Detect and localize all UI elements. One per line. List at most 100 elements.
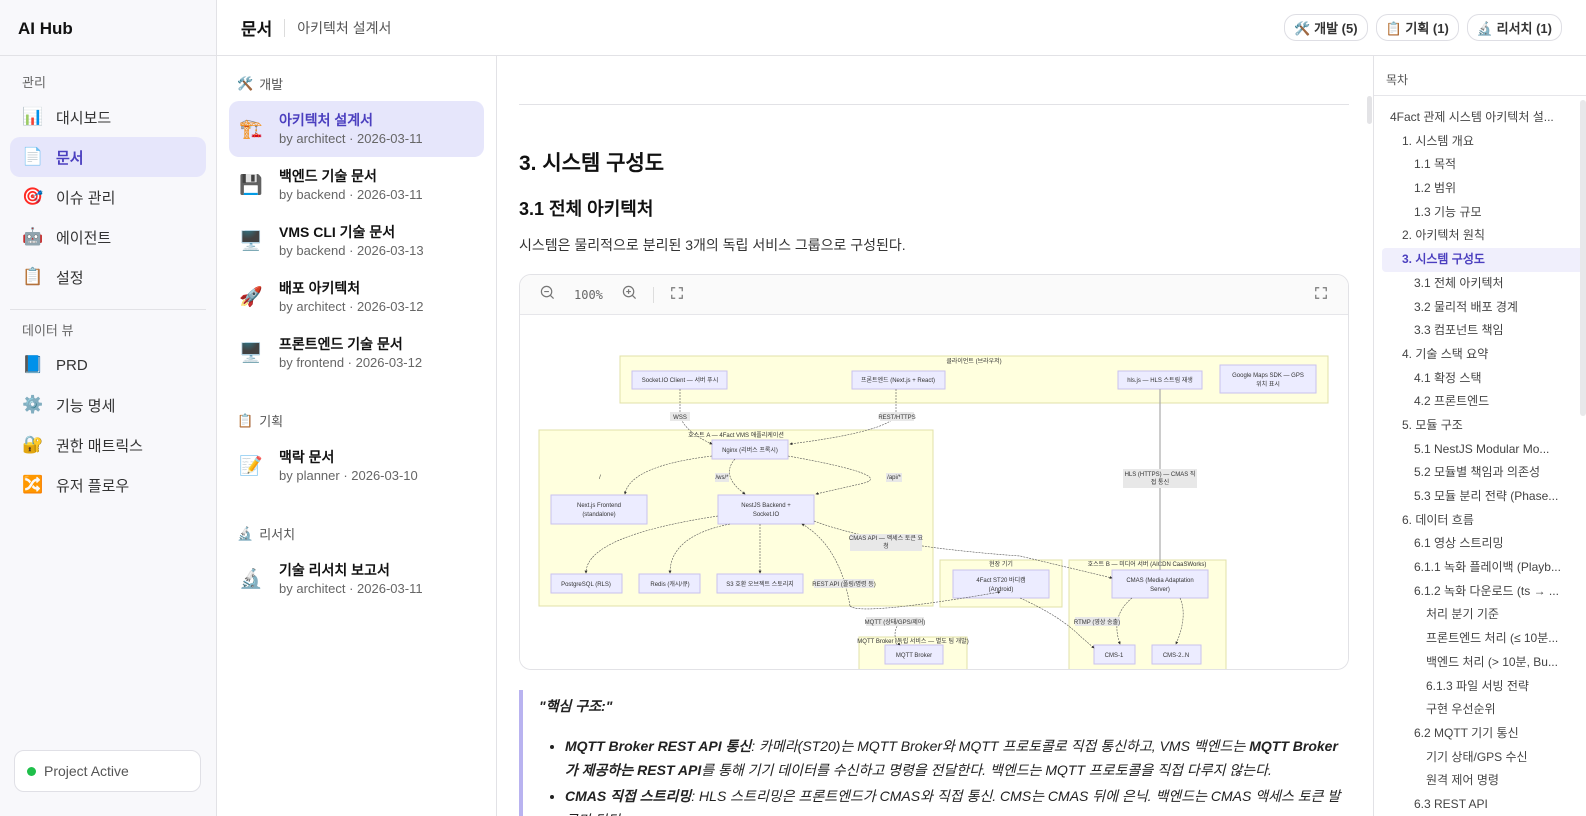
desktop-icon: 🖥️ bbox=[239, 231, 263, 252]
svg-text:프론트엔드 (Next.js + React): 프론트엔드 (Next.js + React) bbox=[861, 376, 935, 384]
badge-planning[interactable]: 📋 기획 (1) bbox=[1375, 14, 1459, 41]
item-term: CMAS 직접 스트리밍 bbox=[565, 788, 692, 804]
badge-research[interactable]: 🔬 리서치 (1) bbox=[1466, 14, 1562, 41]
toc-item[interactable]: 3.2 물리적 배포 경계 bbox=[1414, 299, 1518, 314]
memo-icon: 📝 bbox=[239, 456, 263, 477]
toc-item[interactable]: 처리 분기 기준 bbox=[1426, 607, 1499, 622]
callout-title: "핵심 구조:" bbox=[539, 698, 613, 714]
doc-meta: by architect · 2026-03-11 bbox=[279, 131, 423, 146]
toc-item[interactable]: 5.3 모듈 분리 전략 (Phase... bbox=[1414, 489, 1559, 503]
toc-item[interactable]: 3.3 컴포넌트 책임 bbox=[1414, 323, 1504, 338]
sidebar-item-feature-spec[interactable]: ⚙️ 기능 명세 bbox=[10, 385, 206, 425]
construction-icon: 🏗️ bbox=[239, 119, 263, 140]
toc-item[interactable]: 원격 제어 명령 bbox=[1426, 773, 1499, 788]
toc-item[interactable]: 4.1 확정 스택 bbox=[1414, 370, 1482, 385]
toc-item[interactable]: 1. 시스템 개요 bbox=[1402, 133, 1474, 148]
svg-text:(Android): (Android) bbox=[989, 587, 1014, 593]
sidebar-item-label: 이슈 관리 bbox=[56, 189, 116, 207]
sidebar-item-settings[interactable]: 📋 설정 bbox=[10, 257, 206, 297]
svg-text:/ws/*: /ws/* bbox=[715, 475, 729, 481]
sidebar-item-permission-matrix[interactable]: 🔐 권한 매트릭스 bbox=[10, 425, 206, 465]
toc-item[interactable]: 1.1 목적 bbox=[1414, 157, 1457, 172]
header: 문서 아키텍처 설계서 🛠️ 개발 (5) 📋 기획 (1) 🔬 리서치 (1) bbox=[217, 0, 1586, 56]
toc-item[interactable]: 프론트엔드 처리 (≤ 10분... bbox=[1426, 631, 1559, 646]
callout-list: MQTT Broker REST API 통신: 카메라(ST20)는 MQTT… bbox=[539, 734, 1349, 816]
blue-book-icon: 📘 bbox=[22, 355, 44, 374]
fullscreen-button[interactable] bbox=[1312, 286, 1330, 304]
svg-text:위치 표시: 위치 표시 bbox=[1256, 380, 1280, 388]
toc-item[interactable]: 6.1 영상 스트리밍 bbox=[1414, 536, 1504, 551]
category-badges: 🛠️ 개발 (5) 📋 기획 (1) 🔬 리서치 (1) bbox=[1284, 14, 1562, 41]
list-item: MQTT Broker REST API 통신: 카메라(ST20)는 MQTT… bbox=[565, 734, 1349, 782]
zoom-in-button[interactable] bbox=[621, 285, 639, 304]
sidebar-item-prd[interactable]: 📘 PRD bbox=[10, 345, 206, 385]
sidebar-item-agents[interactable]: 🤖 에이전트 bbox=[10, 217, 206, 257]
status-dot-icon bbox=[27, 766, 36, 776]
toc-item[interactable]: 6.2 MQTT 기기 통신 bbox=[1414, 725, 1519, 740]
toc-item[interactable]: 3.1 전체 아키텍처 bbox=[1414, 275, 1504, 290]
toc-item[interactable]: 2. 아키텍처 원칙 bbox=[1402, 228, 1485, 243]
content-scrollbar[interactable] bbox=[1367, 96, 1372, 124]
sidebar-item-issues[interactable]: 🎯 이슈 관리 bbox=[10, 177, 206, 217]
sidebar-item-dashboard[interactable]: 📊 대시보드 bbox=[10, 97, 206, 137]
toc-scrollbar[interactable] bbox=[1580, 100, 1586, 416]
toc-item[interactable]: 4. 기술 스택 요약 bbox=[1402, 346, 1489, 361]
group-title: 리서치 bbox=[259, 527, 296, 542]
zoom-out-button[interactable] bbox=[538, 285, 556, 304]
badge-dev[interactable]: 🛠️ 개발 (5) bbox=[1284, 14, 1368, 41]
toc-item[interactable]: 1.2 범위 bbox=[1414, 181, 1457, 196]
svg-text:현장 기기: 현장 기기 bbox=[989, 560, 1013, 568]
sidebar: AI Hub 관리 📊 대시보드 📄 문서 🎯 이슈 관리 🤖 에이전트 📋 설… bbox=[0, 0, 217, 816]
toc-item[interactable]: 6.1.2 녹화 다운로드 (ts → ... bbox=[1414, 583, 1559, 598]
fit-button[interactable] bbox=[668, 286, 686, 304]
clipboard-icon: 📋 bbox=[22, 267, 44, 286]
doc-title: 백엔드 기술 문서 bbox=[279, 168, 377, 184]
toc-item[interactable]: 4.2 프론트엔드 bbox=[1414, 394, 1490, 409]
toc-item[interactable]: 기기 상태/GPS 수신 bbox=[1426, 749, 1528, 764]
toc-list: 4Fact 관제 시스템 아키텍처 설... 1. 시스템 개요 1.1 목적 1.2… bbox=[1374, 96, 1586, 816]
toc-item[interactable]: 6.1.3 파일 서빙 전략 bbox=[1426, 678, 1529, 693]
toc-item[interactable]: 6. 데이터 흐름 bbox=[1402, 512, 1474, 527]
diagram-canvas[interactable]: 클라이언트 (브라우저) Socket.IO Client — 서버 푸시 프론… bbox=[520, 316, 1348, 669]
svg-text:NestJS Backend +: NestJS Backend + bbox=[741, 503, 791, 509]
svg-text:(standalone): (standalone) bbox=[582, 512, 615, 518]
toc-item[interactable]: 6.3 REST API bbox=[1414, 796, 1488, 811]
expand-icon bbox=[1315, 286, 1327, 299]
toc-item[interactable]: 4Fact 관제 시스템 아키텍처 설... bbox=[1390, 110, 1554, 124]
badge-label: 기획 (1) bbox=[1405, 21, 1449, 36]
sidebar-item-documents[interactable]: 📄 문서 bbox=[10, 137, 206, 177]
toc-item[interactable]: 5.2 모듈별 책임과 의존성 bbox=[1414, 465, 1541, 480]
svg-text:/: / bbox=[599, 475, 601, 481]
svg-text:RTMP (영상 송출): RTMP (영상 송출) bbox=[1074, 618, 1120, 626]
svg-text:CMS-1: CMS-1 bbox=[1105, 653, 1124, 659]
sidebar-item-user-flow[interactable]: 🔀 유저 플로우 bbox=[10, 465, 206, 505]
toc-item[interactable]: 3. 시스템 구성도 bbox=[1382, 248, 1586, 272]
toc-item[interactable]: 백엔드 처리 (> 10분, Bu... bbox=[1426, 654, 1558, 669]
svg-text:MQTT Broker: MQTT Broker bbox=[896, 653, 932, 659]
svg-text:Nginx (리버스 프록시): Nginx (리버스 프록시) bbox=[722, 446, 778, 454]
toc-item[interactable]: 1.3 기능 규모 bbox=[1414, 204, 1482, 219]
toc-item[interactable]: 5. 모듈 구조 bbox=[1402, 417, 1463, 432]
sidebar-item-label: 권한 매트릭스 bbox=[56, 437, 143, 455]
shuffle-icon: 🔀 bbox=[22, 475, 44, 494]
rocket-icon: 🚀 bbox=[239, 287, 263, 308]
toc-item[interactable]: 6.1.1 녹화 플레이백 (Playb... bbox=[1414, 560, 1561, 575]
toc-item[interactable]: 5.1 NestJS Modular Mo... bbox=[1414, 441, 1550, 456]
svg-text:MQTT Broker (독립 서비스 — 별도 팀 개발): MQTT Broker (독립 서비스 — 별도 팀 개발) bbox=[857, 637, 968, 645]
microscope-icon: 🔬 bbox=[237, 525, 254, 541]
zoom-level: 100% bbox=[574, 287, 603, 302]
svg-text:WSS: WSS bbox=[673, 415, 687, 421]
diagram-toolbar: 100% bbox=[520, 275, 1348, 315]
toc-item[interactable]: 구현 우선순위 bbox=[1426, 702, 1496, 717]
tools-icon: 🛠️ bbox=[237, 75, 254, 91]
sidebar-item-label: PRD bbox=[56, 356, 88, 374]
subsection-heading: 3.1 전체 아키텍처 bbox=[519, 199, 654, 219]
